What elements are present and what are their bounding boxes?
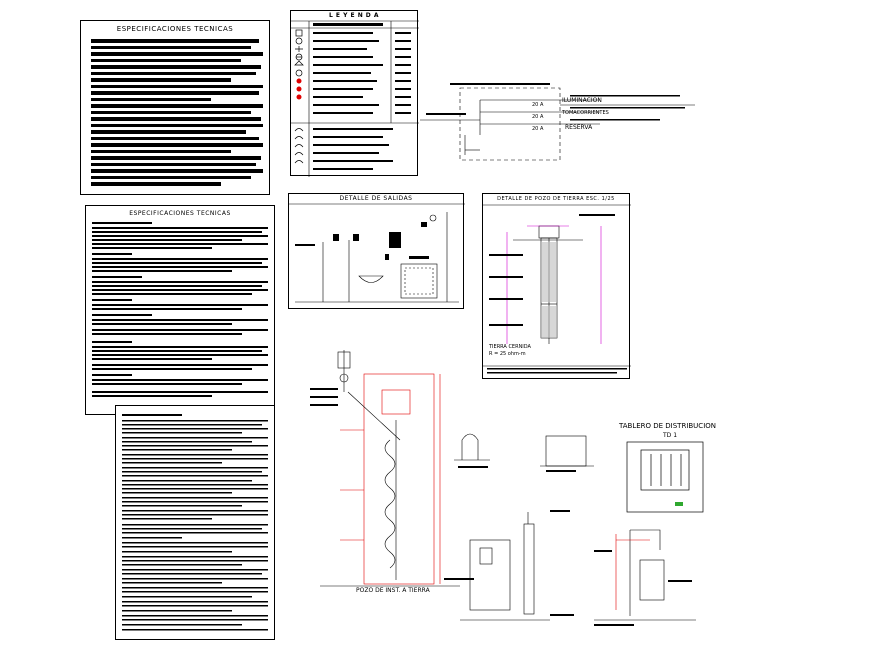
ground-well-detail-title: DETALLE DE POZO DE TIERRA ESC. 1/25 xyxy=(497,196,615,202)
spec-sheet-3 xyxy=(115,405,275,640)
ground-well-detail-drawing xyxy=(483,204,631,374)
ground-install-drawing xyxy=(310,350,474,587)
outlets-detail-title: DETALLE DE SALIDAS xyxy=(339,195,413,202)
distribution-board: TABLERO DE DISTRIBUCION TD 1 xyxy=(615,420,745,520)
spec-sheet-3-text-bars xyxy=(122,414,268,631)
pipe-elevation-drawing xyxy=(594,529,696,626)
pipe-elevation-detail xyxy=(590,520,700,640)
outlets-detail-sheet: DETALLE DE SALIDAS xyxy=(288,193,465,309)
single-line-diagram: ILUMINACION TOMACORRIENTES RESERVA 20 A … xyxy=(420,80,700,170)
spec-sheet-1-title: ESPECIFICACIONES TECNICAS xyxy=(116,25,234,33)
distribution-board-subtitle: TD 1 xyxy=(663,432,678,439)
circuit-label-outlets: TOMACORRIENTES xyxy=(562,110,609,116)
distribution-board-title: TABLERO DE DISTRIBUCION xyxy=(619,422,717,430)
construction-details-drawing xyxy=(454,433,594,621)
board-status-swatch xyxy=(675,502,683,506)
circuit-rating-3: 20 A xyxy=(532,126,544,132)
distribution-board-drawing xyxy=(626,441,704,513)
spec-sheet-2-title: ESPECIFICACIONES TECNICAS xyxy=(129,210,231,217)
ground-well-label: TIERRA CERNIDA xyxy=(489,344,531,350)
spec-sheet-1-text-bars xyxy=(91,39,263,186)
spec-sheet-2-text-bars xyxy=(92,222,268,397)
ground-well-formula: R = 25 ohm-m xyxy=(489,351,526,357)
legend-title: L E Y E N D A xyxy=(328,12,380,19)
spec-sheet-1: ESPECIFICACIONES TECNICAS xyxy=(80,20,270,195)
spec-sheet-2: ESPECIFICACIONES TECNICAS xyxy=(85,205,275,415)
circuit-rating-2: 20 A xyxy=(532,114,544,120)
circuit-rating-1: 20 A xyxy=(532,102,544,108)
ground-install-caption: POZO DE INST. A TIERRA xyxy=(356,587,430,594)
circuit-label-lighting: ILUMINACION xyxy=(562,97,602,104)
ground-install-elevation: POZO DE INST. A TIERRA xyxy=(300,330,480,600)
ground-well-detail-sheet: DETALLE DE POZO DE TIERRA ESC. 1/25 TIE xyxy=(482,193,631,379)
outlets-detail-drawing xyxy=(289,203,465,303)
legend-grid xyxy=(291,20,419,177)
circuit-label-reserve: RESERVA xyxy=(565,124,593,131)
single-line-drawing xyxy=(420,83,695,161)
construction-details xyxy=(450,420,620,630)
legend-table: L E Y E N D A xyxy=(290,10,419,177)
